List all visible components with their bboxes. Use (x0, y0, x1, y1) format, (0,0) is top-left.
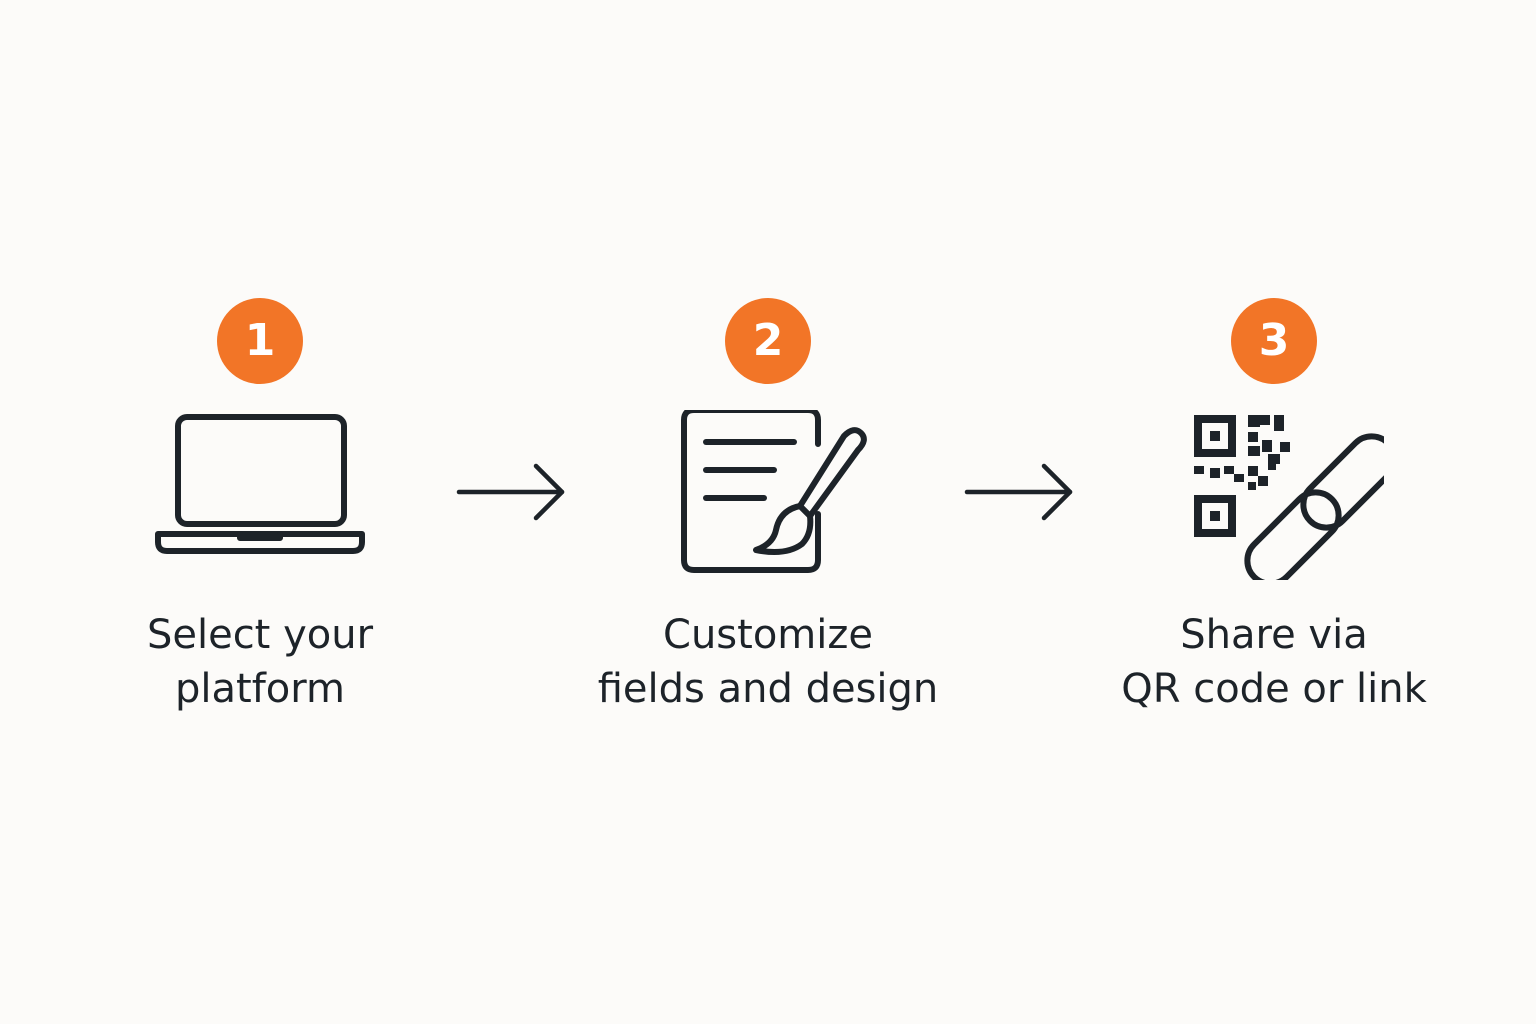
step-label-line: Select your (146, 612, 374, 658)
step-3: 3 (1044, 298, 1504, 716)
step-label-line: fields and design (597, 666, 939, 712)
step-number-badge: 3 (1231, 298, 1317, 384)
laptop-icon (150, 410, 370, 580)
arrow-right-icon (964, 462, 1076, 522)
step-label: Select your platform (147, 608, 373, 716)
step-label: Share via QR code or link (1121, 608, 1427, 716)
step-label-line: Share via (1180, 612, 1368, 658)
step-number-badge: 1 (217, 298, 303, 384)
document-brush-icon (658, 410, 878, 580)
step-number-badge: 2 (725, 298, 811, 384)
step-label: Customize fields and design (598, 608, 939, 716)
step-1: 1 Select your platform (30, 298, 490, 716)
step-2: 2 Customize fields and design (538, 298, 998, 716)
step-label-line: QR code or link (1121, 666, 1427, 712)
step-label-line: Customize (663, 612, 873, 658)
step-label-line: platform (175, 666, 345, 712)
arrow-right-icon (456, 462, 568, 522)
qr-link-icon (1164, 410, 1384, 580)
